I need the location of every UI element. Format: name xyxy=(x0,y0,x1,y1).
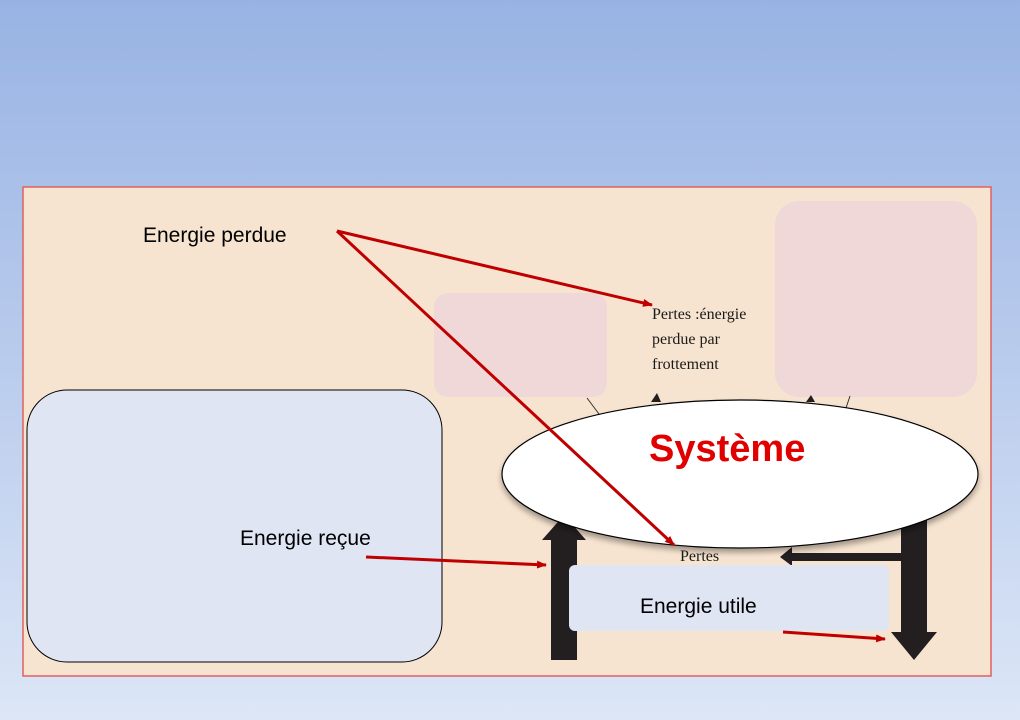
red-arrow-to-pertes xyxy=(336,229,653,307)
system-ellipse xyxy=(501,399,979,549)
scan-text-pertes-line1: Pertes :énergie xyxy=(652,306,747,323)
red-arrow-energie-utile xyxy=(782,630,886,643)
red-arrow-energie-recue xyxy=(365,555,547,569)
output-box xyxy=(569,565,889,631)
red-arrow-to-lower-pertes xyxy=(335,229,676,547)
label-energie-recue: Energie reçue xyxy=(240,527,371,550)
label-systeme: Système xyxy=(649,428,806,470)
scan-text-pertes-line3: frottement xyxy=(652,356,719,373)
pink-box-small xyxy=(434,293,607,397)
label-energie-perdue: Energie perdue xyxy=(143,224,287,247)
label-energie-utile: Energie utile xyxy=(640,595,757,618)
pink-box-large xyxy=(775,201,977,397)
scan-arrowhead-1 xyxy=(651,393,661,402)
loss-block-arrow xyxy=(780,547,905,566)
scan-text-pertes: Pertes :énergie perdue par frottement xyxy=(652,302,746,377)
scan-text-pertes-line2: perdue par xyxy=(652,331,720,348)
scan-arrowhead-2 xyxy=(806,395,815,402)
output-block-arrow xyxy=(891,515,937,660)
scan-text-pertes-lower: Pertes xyxy=(680,548,720,565)
input-box xyxy=(26,389,443,663)
